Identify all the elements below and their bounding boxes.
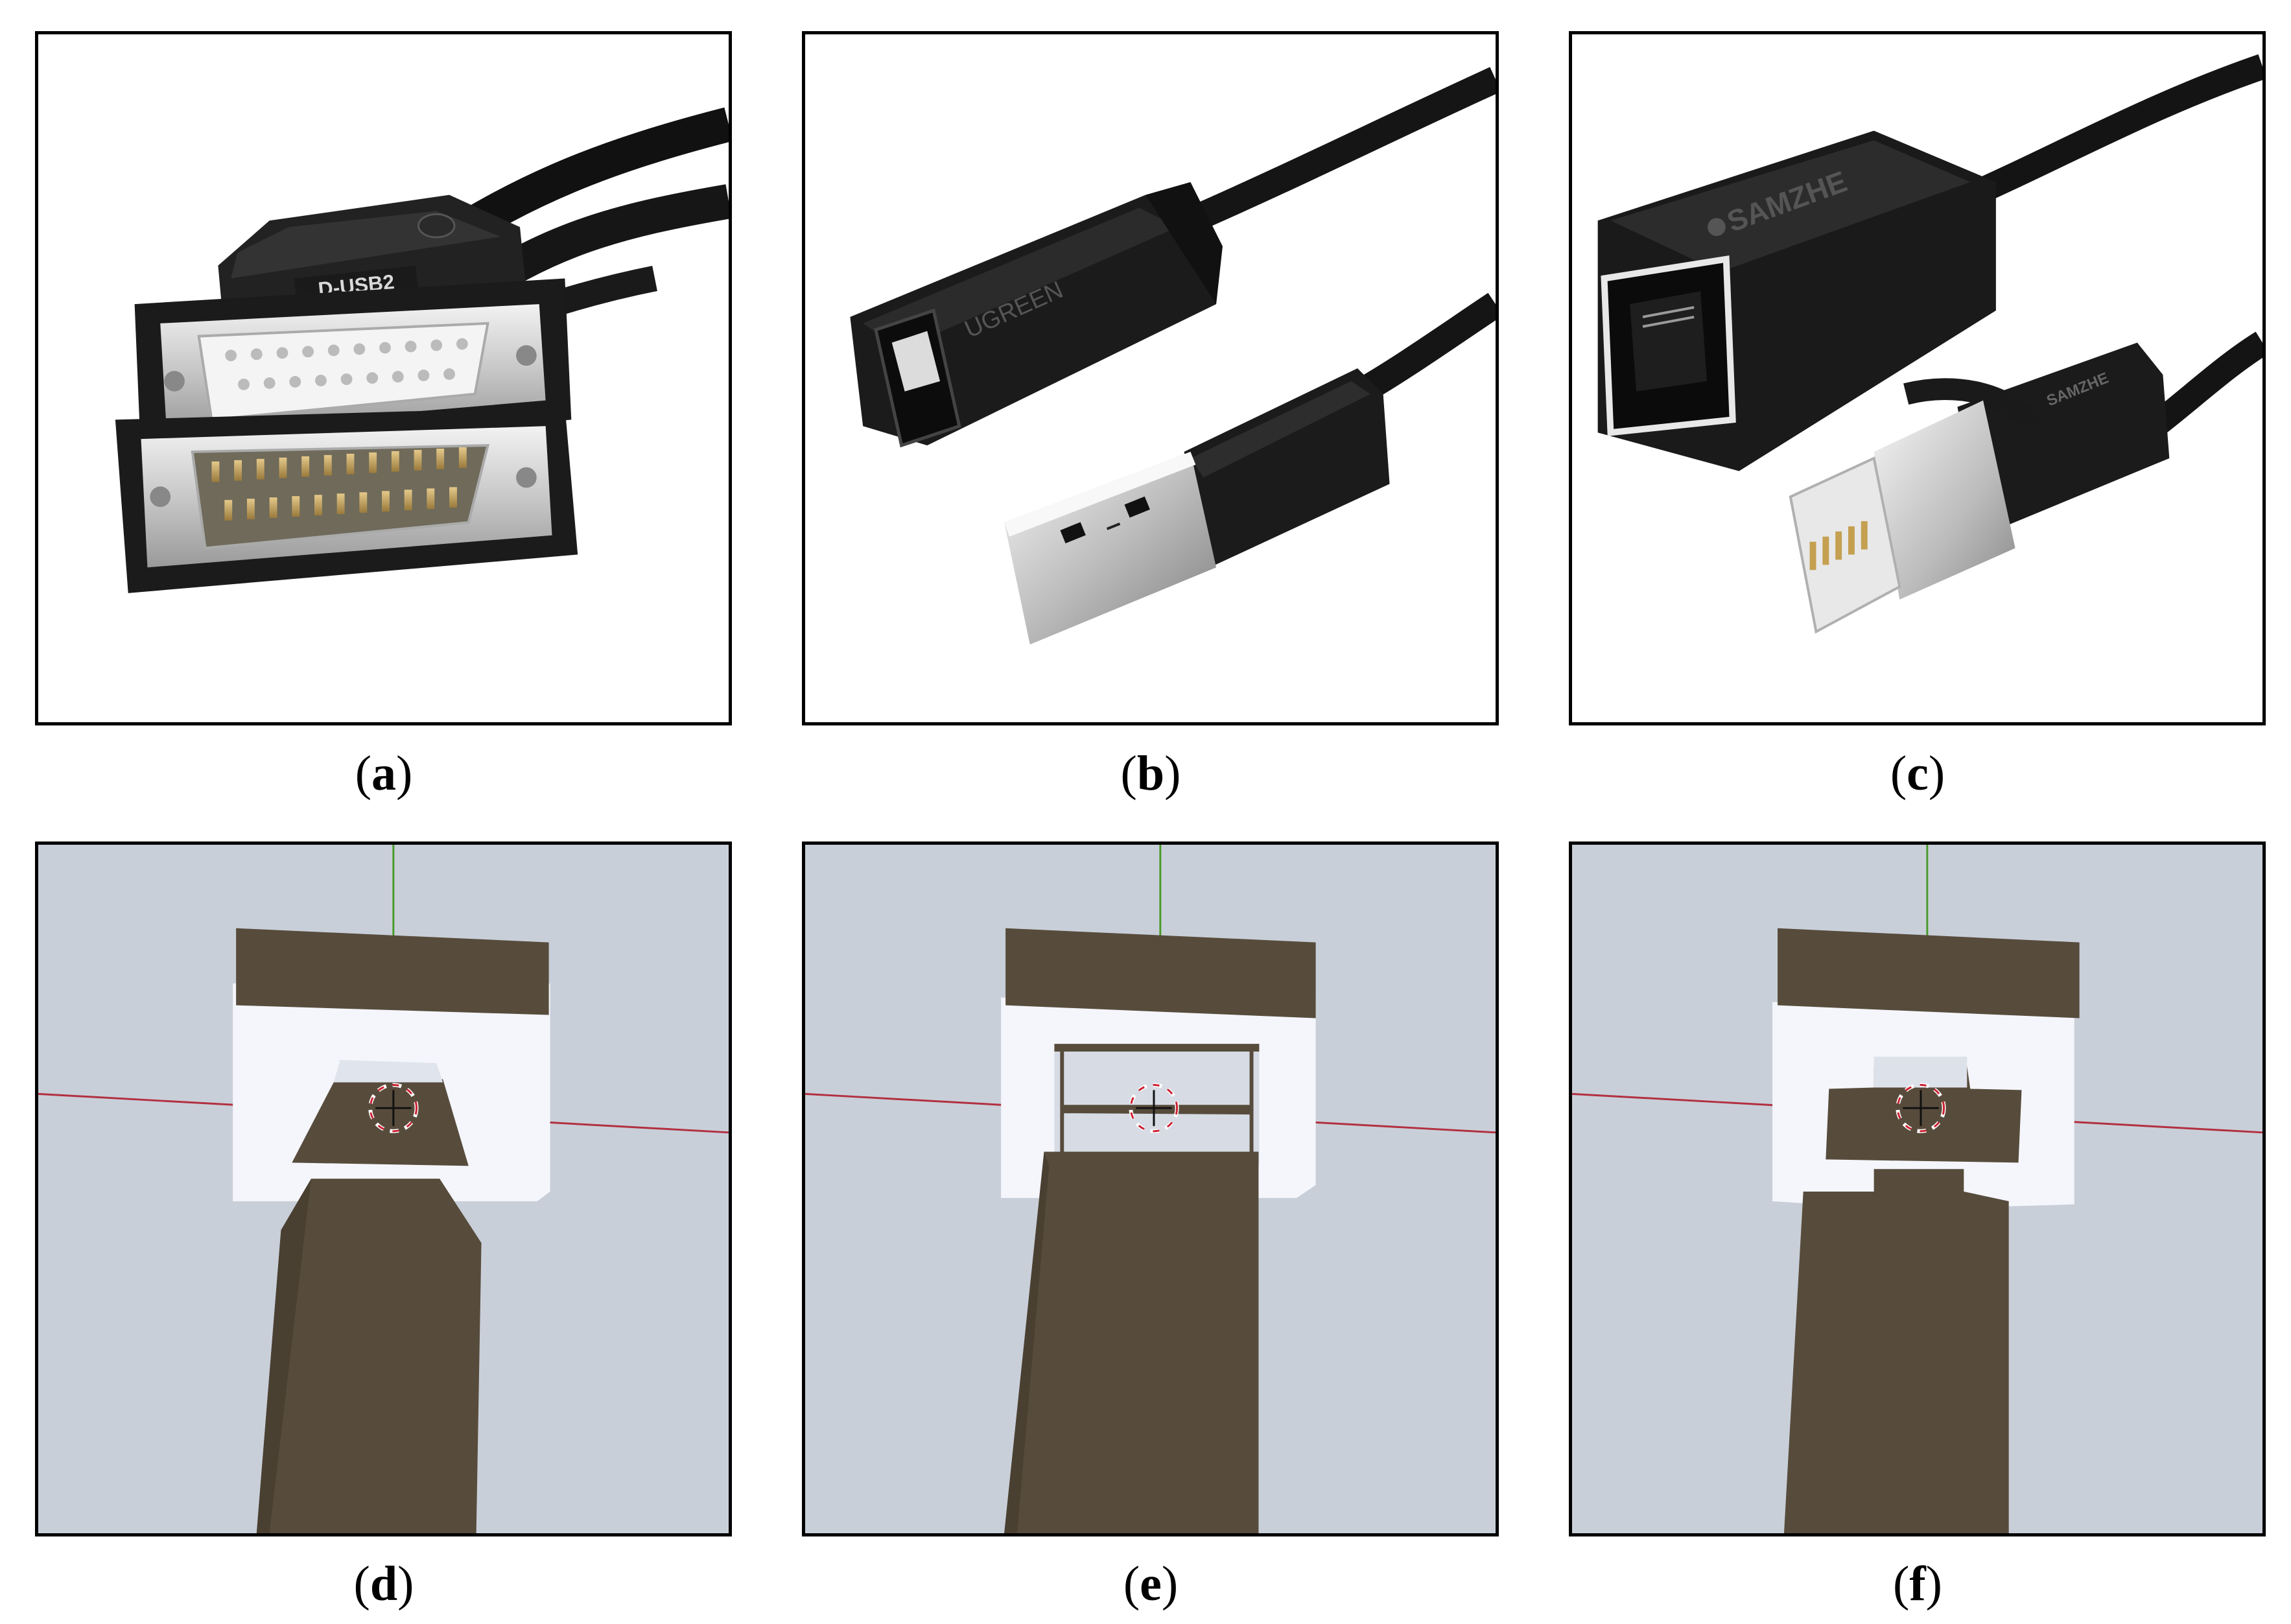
panel-e-3d-render <box>802 841 1499 1536</box>
crosshair-icon <box>1129 1083 1179 1133</box>
caption-e: (e) <box>1123 1557 1179 1611</box>
panel-d-3d-render <box>35 841 732 1536</box>
socket-top-face <box>1005 928 1316 1018</box>
socket-top-face <box>236 928 549 1015</box>
render-f-image <box>1572 845 2262 1533</box>
caption-letter: b <box>1136 746 1165 801</box>
crosshair-icon <box>1896 1083 1946 1133</box>
caption-a: (a) <box>355 746 413 801</box>
panel-c-rj45-coupler-photo: SAMZHE SAMZHE <box>1569 31 2266 725</box>
usb-extension-image: UGREEN <box>850 67 1496 645</box>
plug-prism <box>256 1179 482 1533</box>
panel-b-usb-extension-photo: UGREEN <box>802 31 1499 725</box>
caption-b: (b) <box>1120 746 1181 801</box>
caption-letter: c <box>1907 746 1929 801</box>
crosshair-icon <box>368 1083 419 1133</box>
render-d-image <box>38 845 729 1533</box>
caption-letter: d <box>370 1557 398 1611</box>
caption-c: (c) <box>1890 746 1945 801</box>
caption-d: (d) <box>353 1557 414 1611</box>
panel-a-db25-connector-photo: D-USB2 <box>35 31 732 725</box>
plug-prism <box>1004 1151 1259 1533</box>
socket-hole <box>1054 1044 1260 1165</box>
socket-hole <box>1826 1066 2022 1163</box>
rj45-coupler-image: SAMZHE SAMZHE <box>1597 54 2262 634</box>
caption-letter: a <box>371 746 396 801</box>
socket-hole <box>292 1079 469 1166</box>
render-e-image <box>805 845 1496 1533</box>
plug-prism <box>1783 1169 2009 1533</box>
socket-top-face <box>1778 928 2080 1018</box>
panel-f-3d-render <box>1569 841 2266 1536</box>
caption-letter: f <box>1909 1557 1926 1611</box>
caption-letter: e <box>1140 1557 1162 1611</box>
caption-f: (f) <box>1893 1557 1942 1611</box>
db25-connector-image: D-USB2 <box>115 107 729 593</box>
